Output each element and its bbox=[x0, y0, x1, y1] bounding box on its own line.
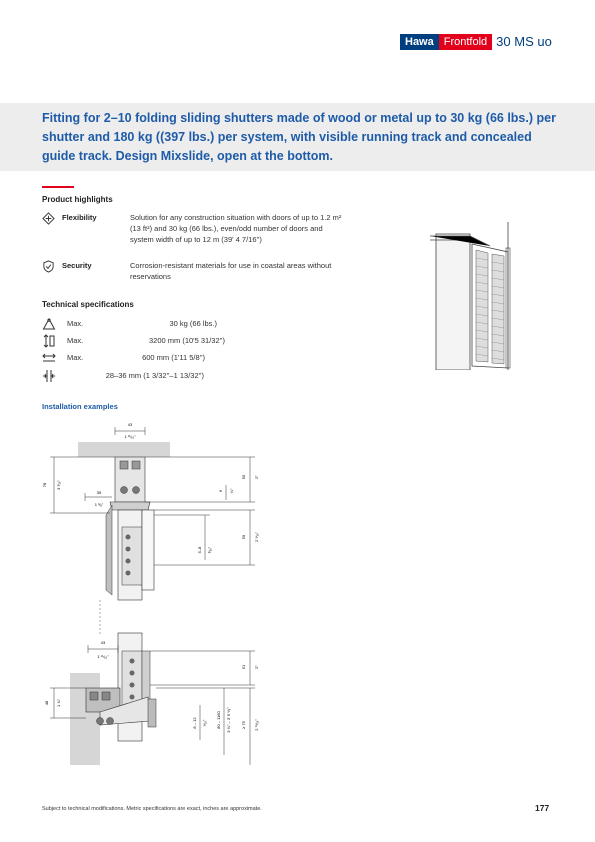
dim-mid: 59 bbox=[241, 534, 246, 539]
dim-offset-in: 1 ³⁄₈" bbox=[95, 502, 104, 507]
width-icon bbox=[42, 353, 56, 362]
highlight-label: Flexibility bbox=[62, 213, 97, 222]
installation-title: Installation examples bbox=[42, 402, 118, 411]
shield-icon bbox=[43, 260, 54, 273]
highlight-text: Corrosion-resistant materials for use in… bbox=[130, 261, 332, 281]
spec-row-width: Max. 600 mm (1'11 5/8'') bbox=[42, 353, 205, 367]
dim-bot-right-far-in: 2 ¹⁵⁄₁₆" bbox=[254, 719, 259, 731]
brand-frontfold: Frontfold bbox=[438, 34, 493, 50]
spec-row-height: Max. 3200 mm (10'5 31/32'') bbox=[42, 334, 225, 350]
dim-gap-in: ¼" bbox=[229, 488, 234, 493]
weight-icon bbox=[42, 317, 56, 330]
dim-bot-right-low: 8 – 12 bbox=[192, 717, 197, 729]
shutter-illustration bbox=[430, 222, 511, 370]
upper-track bbox=[114, 456, 146, 503]
spec-value: 28–36 mm (1 3/32''–1 13/32'') bbox=[105, 371, 204, 380]
footer-note: Subject to technical modifications. Metr… bbox=[42, 806, 262, 812]
brand-logo: Hawa Frontfold 30 MS uo bbox=[400, 34, 552, 50]
flexibility-icon bbox=[42, 212, 55, 225]
product-headline: Fitting for 2–10 folding sliding shutter… bbox=[42, 111, 556, 163]
spec-row-thickness: 28–36 mm (1 3/32''–1 13/32'') bbox=[42, 370, 204, 385]
dim-offset: 35 bbox=[97, 490, 102, 495]
ceiling-block bbox=[78, 442, 170, 457]
dim-top-width-in: 1 ¹¹⁄₁₆" bbox=[124, 434, 136, 439]
section-divider bbox=[42, 186, 74, 188]
dim-gap: 6 bbox=[218, 489, 223, 492]
floor-block bbox=[70, 673, 100, 765]
dim-bot-right-far: ≥ 75 bbox=[241, 720, 246, 729]
height-icon bbox=[43, 334, 55, 348]
spec-label: Max. bbox=[67, 353, 84, 362]
dim-bot-left-in: 1 ⅞" bbox=[56, 698, 61, 707]
dim-bot-right-top-in: 2" bbox=[254, 665, 259, 669]
dim-bot-width: 43 bbox=[101, 640, 106, 645]
spec-label: Max. bbox=[67, 319, 84, 328]
spec-value: 30 kg (66 lbs.) bbox=[169, 319, 217, 328]
brand-hawa: Hawa bbox=[400, 34, 439, 50]
highlight-text: Solution for any construction situation … bbox=[130, 213, 342, 244]
product-model: 30 MS uo bbox=[496, 34, 552, 49]
dim-right-top: 50 bbox=[241, 474, 246, 479]
upper-hinge bbox=[121, 526, 143, 586]
dim-bot-right-low-in: ⁵⁄₁₆" bbox=[202, 719, 207, 726]
dim-bot-right-mid-in: 3 ⅛" – 3' 9 ⁵⁄₈" bbox=[226, 707, 231, 733]
installation-drawing: 43 1 ¹¹⁄₁₆" 78 3 ¹⁄₁₆" 35 1 ³⁄₈" 50 2" 6… bbox=[42, 422, 259, 765]
dim-bot-right-mid: 80 – 1160 bbox=[216, 710, 221, 728]
spec-row-weight: Max. 30 kg (66 lbs.) bbox=[42, 317, 217, 333]
dim-top-width: 43 bbox=[128, 422, 133, 427]
spec-value: 600 mm (1'11 5/8'') bbox=[142, 353, 205, 362]
dim-bot-left: 48 bbox=[44, 700, 49, 705]
dim-small: 5–8 bbox=[197, 546, 202, 553]
dim-bot-right-top: 51 bbox=[241, 664, 246, 669]
dim-left-height-in: 3 ¹⁄₁₆" bbox=[56, 480, 61, 490]
highlight-label: Security bbox=[62, 261, 92, 270]
dim-small-in: ³⁄₁₆" bbox=[207, 546, 212, 553]
specs-title: Technical specifications bbox=[42, 300, 134, 309]
page-number: 177 bbox=[535, 803, 550, 813]
spec-value: 3200 mm (10'5 31/32'') bbox=[148, 336, 225, 345]
dim-bot-width-in: 1 ¹¹⁄₁₆" bbox=[97, 654, 109, 659]
dim-right-top-in: 2" bbox=[254, 475, 259, 479]
intro-band bbox=[0, 103, 595, 171]
dim-left-height: 78 bbox=[42, 482, 47, 487]
highlights-title: Product highlights bbox=[42, 195, 113, 204]
spec-label: Max. bbox=[67, 336, 84, 345]
dim-mid-in: 2 ⁵⁄₁₆" bbox=[254, 531, 259, 542]
thickness-icon bbox=[43, 370, 55, 382]
